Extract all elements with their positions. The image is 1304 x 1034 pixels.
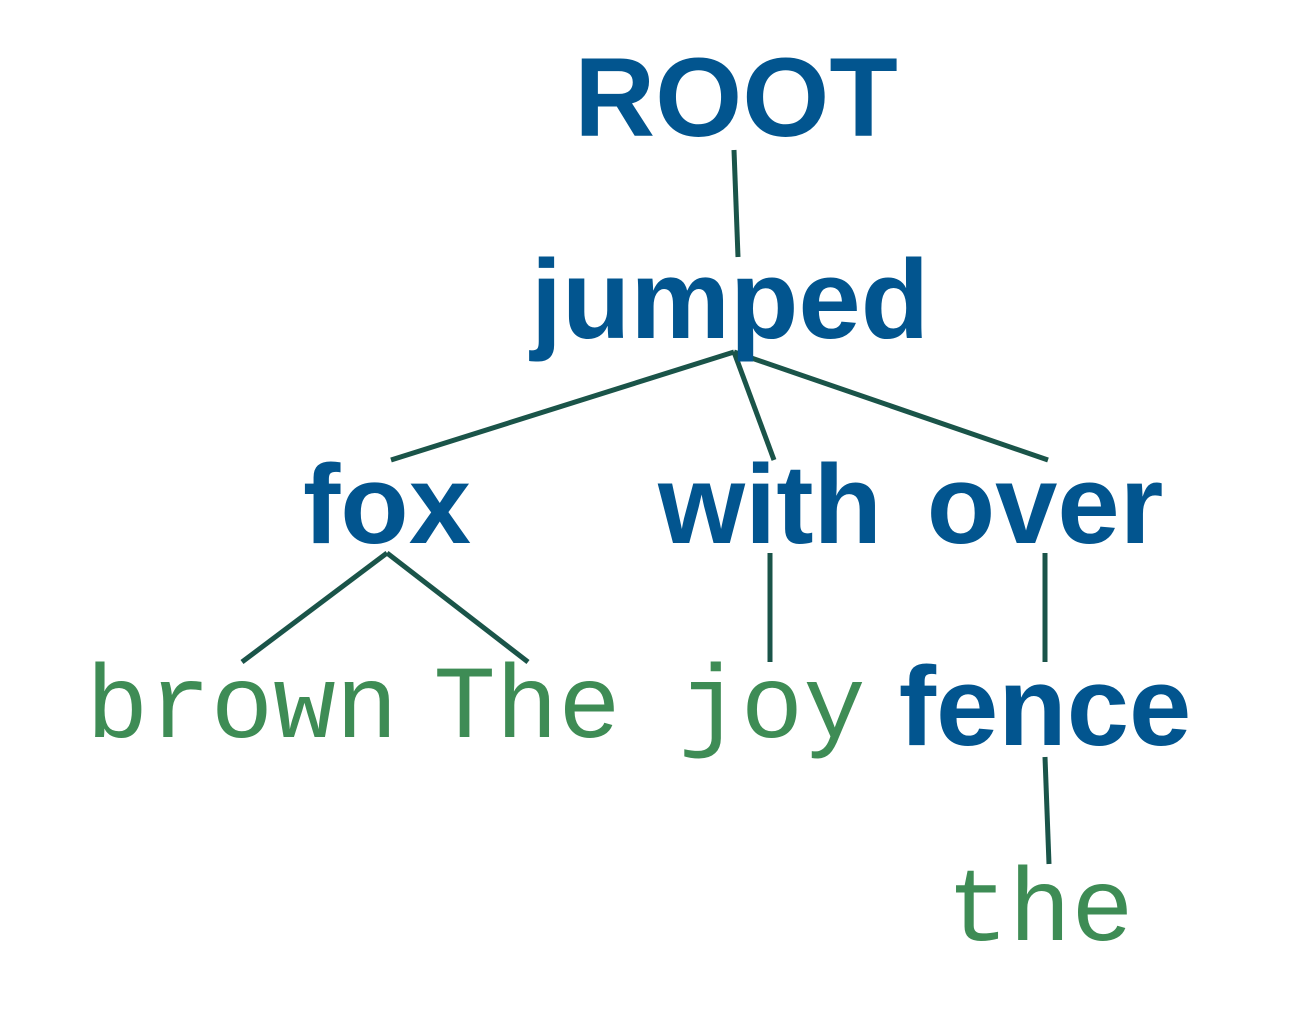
node-fence: fence <box>899 644 1192 769</box>
edge-fence-the <box>1042 756 1052 865</box>
edge-jumped-with <box>731 351 777 461</box>
node-joy: joy <box>678 651 865 769</box>
edge-fox-brown <box>240 551 389 664</box>
node-over: over <box>927 442 1164 567</box>
edge-jumped-fox <box>390 349 735 463</box>
edge-root-jumped <box>731 149 741 258</box>
node-root: ROOT <box>574 35 898 160</box>
node-jumped: jumped <box>529 237 929 362</box>
node-the-lower: the <box>946 854 1133 972</box>
node-with: with <box>657 442 882 567</box>
node-brown: brown <box>86 651 398 769</box>
edge-jumped-over <box>733 349 1049 463</box>
node-fox: fox <box>303 442 471 567</box>
edge-fox-the <box>385 551 530 664</box>
node-the-capital: The <box>433 651 620 769</box>
